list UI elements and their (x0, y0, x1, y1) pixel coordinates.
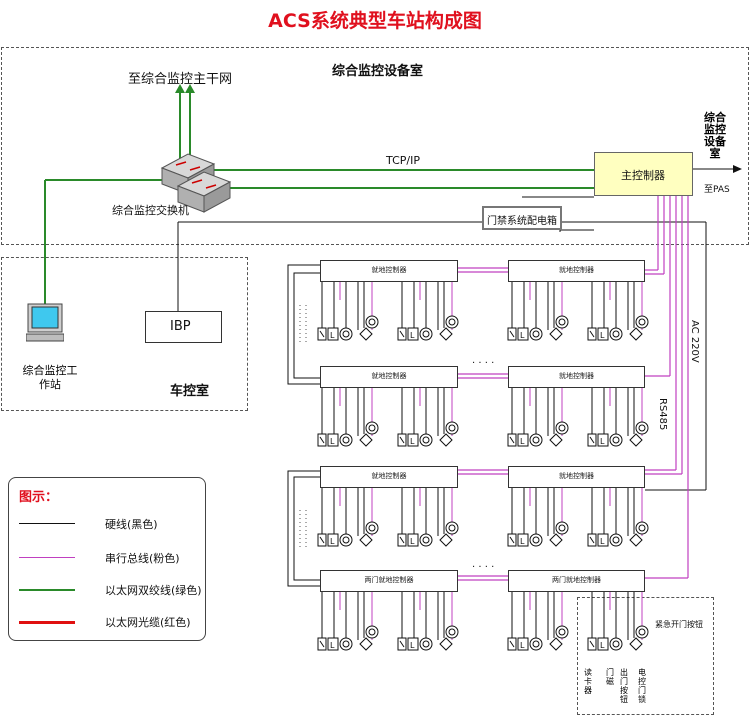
main-controller[interactable]: 主控制器 (594, 152, 693, 196)
ellipsis: · · · · (472, 358, 495, 369)
ellipsis: · · · · (472, 562, 495, 573)
main-controller-label: 主控制器 (621, 169, 665, 182)
right-room-label: 综合 监控 设备 室 (704, 111, 726, 160)
emergency-button-label: 紧急开门按钮 (655, 620, 703, 629)
switch-icon (158, 150, 236, 214)
control-room-zone (1, 257, 248, 411)
electric-lock-label: 电控门锁 (638, 668, 646, 704)
local-controller[interactable]: 就地控制器 (508, 366, 645, 388)
legend-item-ethernet-twisted: 以太网双绞线(绿色) (9, 580, 205, 600)
tcpip-label: TCP/IP (386, 154, 420, 167)
legend-swatch-red (19, 621, 75, 624)
legend-swatch-black (19, 523, 75, 524)
door-sensor-label: 门磁 (606, 668, 614, 686)
double-door-controller[interactable]: 两门就地控制器 (320, 570, 458, 592)
legend-heading: 图示： (19, 490, 59, 505)
legend-label: 以太网光缆(红色) (105, 616, 191, 629)
legend-item-hardwire: 硬线(黑色) (9, 514, 205, 534)
switch-label: 综合监控交换机 (112, 204, 189, 217)
backbone-label: 至综合监控主干网 (128, 72, 233, 87)
diagram-title: ACS系统典型车站构成图 (268, 10, 482, 32)
legend-label: 以太网双绞线(绿色) (105, 584, 202, 597)
local-controller[interactable]: 就地控制器 (320, 260, 458, 282)
legend: 图示： 硬线(黑色) 串行总线(粉色) 以太网双绞线(绿色) 以太网光缆(红色) (8, 477, 206, 641)
legend-item-serial-bus: 串行总线(粉色) (9, 548, 205, 568)
ibp-label: IBP (170, 319, 191, 334)
door-power-box[interactable]: 门禁系统配电箱 (482, 206, 562, 230)
legend-label: 硬线(黑色) (105, 518, 158, 531)
ibp-panel[interactable]: IBP (145, 311, 222, 343)
card-reader-label: 读卡器 (584, 668, 592, 695)
monitor-room-title: 综合监控设备室 (332, 64, 424, 79)
local-controller[interactable]: 就地控制器 (320, 466, 458, 488)
local-controller[interactable]: 就地控制器 (508, 260, 645, 282)
exit-button-label: 出门按钮 (620, 668, 628, 704)
legend-label: 串行总线(粉色) (105, 552, 180, 565)
door-power-box-label: 门禁系统配电箱 (487, 216, 557, 227)
workstation-label: 综合监控工 作站 (22, 364, 78, 391)
monitor-room-zone (1, 47, 749, 245)
control-room-title: 车控室 (170, 384, 210, 399)
local-controller[interactable]: 就地控制器 (508, 466, 645, 488)
double-door-controller[interactable]: 两门就地控制器 (508, 570, 645, 592)
legend-item-fiber: 以太网光缆(红色) (9, 612, 205, 632)
local-controller[interactable]: 就地控制器 (320, 366, 458, 388)
legend-swatch-pink (19, 557, 75, 558)
workstation-icon[interactable] (26, 302, 64, 342)
to-pas-label: 至PAS (704, 185, 730, 195)
legend-swatch-green (19, 589, 75, 591)
